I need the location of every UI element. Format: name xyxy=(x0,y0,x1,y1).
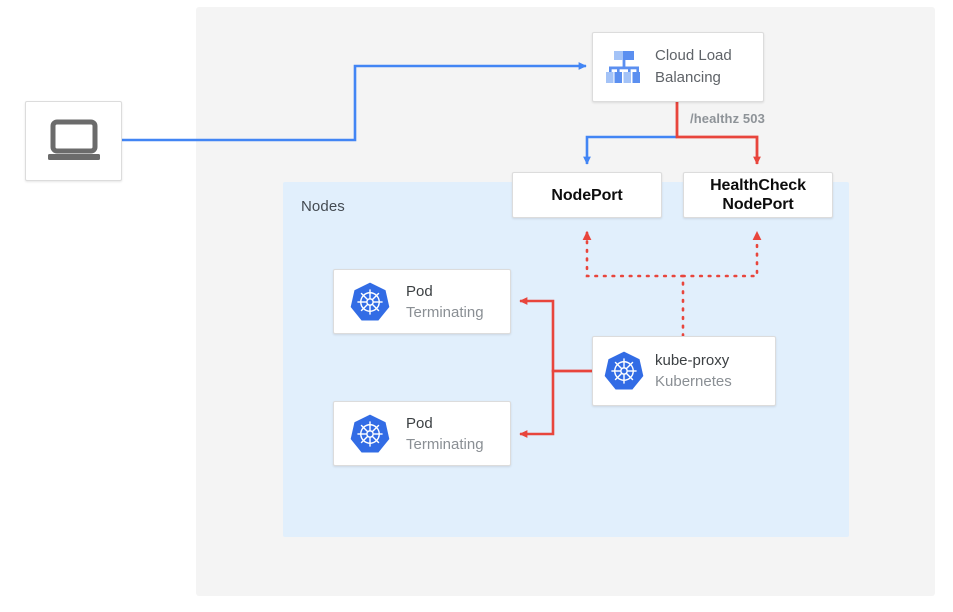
pod-1-title: Pod xyxy=(406,282,433,300)
pod-2-icon-slot xyxy=(334,402,406,465)
kubernetes-icon xyxy=(350,414,390,452)
kube-proxy-icon-slot xyxy=(593,337,655,405)
kube-proxy-node[interactable]: kube-proxy Kubernetes xyxy=(592,336,776,406)
nodes-panel-label: Nodes xyxy=(301,198,345,215)
kubernetes-icon xyxy=(350,282,390,320)
healthcheck-nodeport-label-line1: HealthCheck xyxy=(710,177,806,194)
nodeport-label: NodePort xyxy=(551,186,623,204)
pod-1-text: Pod Terminating xyxy=(406,281,510,323)
cloud-load-balancing-node[interactable]: Cloud Load Balancing xyxy=(592,32,764,102)
clb-label-line1: Cloud Load xyxy=(655,47,732,64)
healthz-edge-label: /healthz 503 xyxy=(690,111,765,126)
client-node[interactable] xyxy=(25,101,122,181)
cloud-load-balancing-text: Cloud Load Balancing xyxy=(655,45,763,89)
pod-1-subtitle: Terminating xyxy=(406,303,484,321)
clb-label-line2: Balancing xyxy=(655,69,721,86)
pod-node-1[interactable]: Pod Terminating xyxy=(333,269,511,334)
pod-2-subtitle: Terminating xyxy=(406,435,484,453)
laptop-icon xyxy=(47,119,100,160)
nodeport-node[interactable]: NodePort xyxy=(512,172,662,218)
pod-2-title: Pod xyxy=(406,414,433,432)
cloud-load-balancing-icon-slot xyxy=(593,33,655,101)
kube-proxy-subtitle: Kubernetes xyxy=(655,373,732,390)
cloud-load-balancing-icon xyxy=(606,51,640,83)
healthcheck-nodeport-label-line2: NodePort xyxy=(722,196,794,213)
healthcheck-nodeport-label: HealthCheck NodePort xyxy=(710,176,806,214)
kube-proxy-text: kube-proxy Kubernetes xyxy=(655,350,775,392)
pod-node-2[interactable]: Pod Terminating xyxy=(333,401,511,466)
pod-2-text: Pod Terminating xyxy=(406,413,510,455)
pod-1-icon-slot xyxy=(334,270,406,333)
healthcheck-nodeport-node[interactable]: HealthCheck NodePort xyxy=(683,172,833,218)
kubernetes-icon xyxy=(604,351,644,390)
kube-proxy-title: kube-proxy xyxy=(655,352,730,369)
